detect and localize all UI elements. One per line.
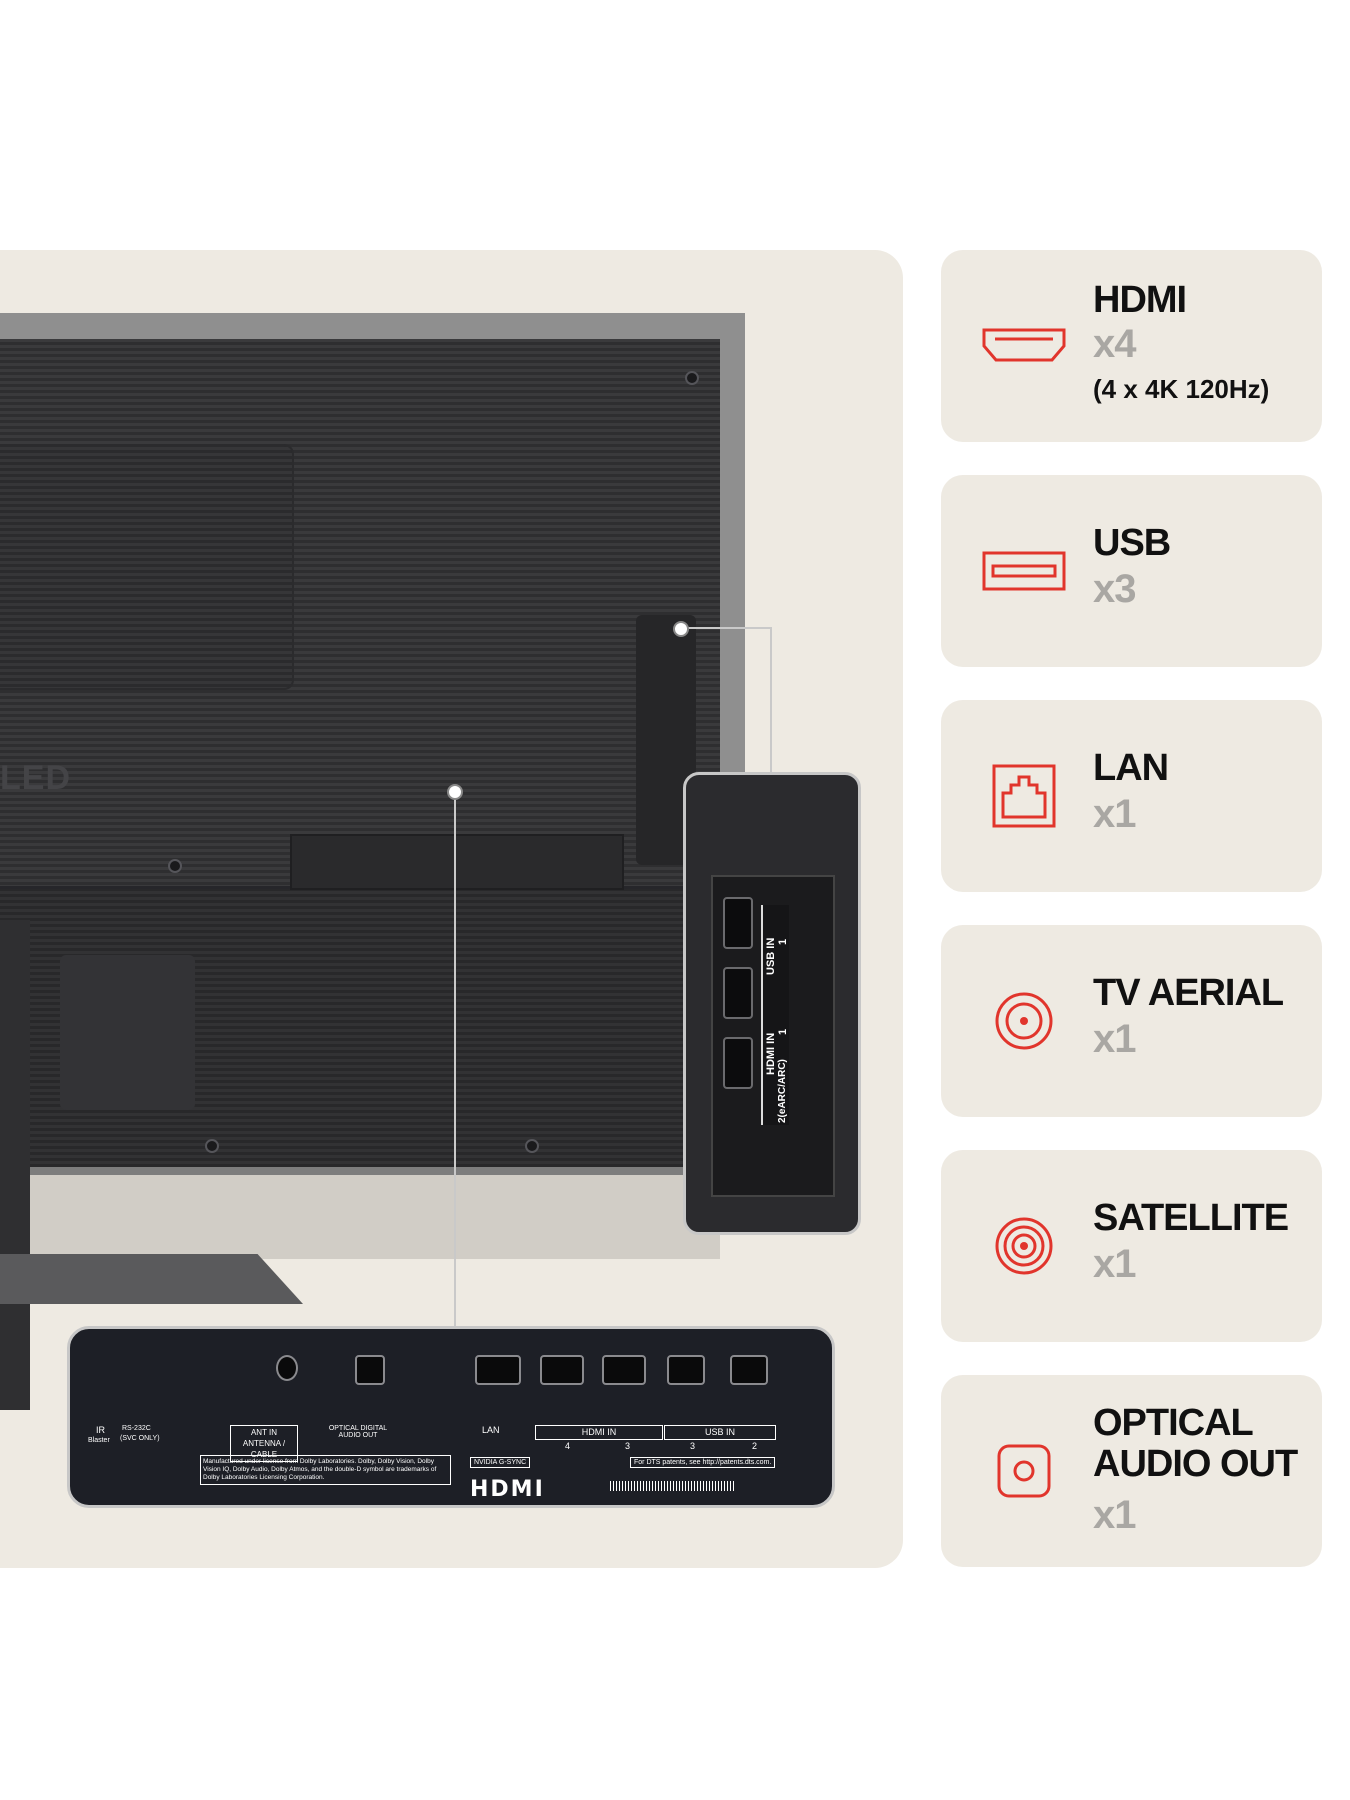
hdmi-port [602, 1355, 646, 1385]
bottom-connector-housing [290, 834, 624, 890]
side-ports-zoom: USB IN 1 HDMI IN 1 2(eARC/ARC) [683, 772, 861, 1235]
barcode [610, 1481, 735, 1491]
hdmi-port [723, 967, 753, 1019]
port-card-satellite: SATELLITE x1 [941, 1150, 1322, 1342]
screw-icon [168, 859, 182, 873]
port-count: x1 [1093, 1017, 1136, 1061]
screw-icon [205, 1139, 219, 1153]
callout-line [454, 790, 456, 1326]
dolby-notice: Manufactured under license from Dolby La… [200, 1455, 451, 1485]
hdmi-in-number: 1 [777, 1028, 789, 1035]
hdmi-port [723, 1037, 753, 1089]
stand-neck [0, 920, 30, 1410]
port-note: (4 x 4K 120Hz) [1093, 374, 1270, 404]
port-card-usb: USB x3 [941, 475, 1322, 667]
port-count: x1 [1093, 1493, 1136, 1537]
port-count: x4 [1093, 322, 1136, 366]
port-title: TV AERIAL [1093, 972, 1284, 1014]
screw-icon [525, 1139, 539, 1153]
usb-in-label: USB IN [765, 937, 777, 975]
port-count: x3 [1093, 567, 1136, 611]
stand-bracket [60, 955, 195, 1110]
antenna-label: ANT IN ANTENNA / CABLE [230, 1425, 298, 1462]
port-card-tv-aerial: TV AERIAL x1 [941, 925, 1322, 1117]
hdmi-4-label: 4 [565, 1441, 571, 1451]
port-title-line-2: AUDIO OUT [1093, 1443, 1298, 1485]
optical-icon [979, 1426, 1069, 1516]
callout-dot [673, 621, 689, 637]
usb-2-label: 2 [752, 1441, 758, 1451]
usb-in-label: USB IN [664, 1425, 776, 1440]
optical-port [355, 1355, 385, 1385]
hdmi-logo: HDMI [470, 1477, 545, 1502]
optical-label: OPTICAL DIGITAL AUDIO OUT [328, 1425, 388, 1439]
lan-port [475, 1355, 521, 1385]
hdmi-earc-label: 2(eARC/ARC) [777, 1059, 788, 1123]
port-count: x1 [1093, 792, 1136, 836]
tv-mount-plate [0, 444, 294, 690]
port-title: USB [1093, 522, 1171, 564]
dts-notice: For DTS patents, see http://patents.dts.… [630, 1457, 776, 1468]
side-port-labels: USB IN 1 HDMI IN 1 2(eARC/ARC) [761, 905, 789, 1125]
usb-icon [979, 526, 1069, 616]
port-title: LAN [1093, 747, 1169, 789]
usb-port [723, 897, 753, 949]
usb-port [730, 1355, 768, 1385]
bottom-ports-zoom: IR Blaster RS-232C (SVC ONLY) ANT IN ANT… [67, 1326, 835, 1508]
hdmi-in-label: HDMI IN [765, 1032, 777, 1075]
tv-aerial-icon [979, 976, 1069, 1066]
nvidia-gsync-badge: NVIDIA G-SYNC [470, 1457, 531, 1468]
usb-in-number: 1 [777, 938, 789, 945]
hdmi-port [540, 1355, 584, 1385]
hdmi-icon [979, 301, 1069, 391]
hdmi-3-label: 3 [625, 1441, 631, 1451]
port-title: HDMI [1093, 279, 1187, 321]
usb-port [667, 1355, 705, 1385]
antenna-port [276, 1355, 298, 1381]
callout-dot [447, 784, 463, 800]
usb-3-label: 3 [690, 1441, 696, 1451]
blaster-label: Blaster [88, 1437, 110, 1444]
lan-icon [979, 751, 1069, 841]
port-card-lan: LAN x1 [941, 700, 1322, 892]
callout-line [680, 627, 772, 629]
callout-line [770, 627, 772, 774]
lan-label: LAN [482, 1425, 500, 1435]
hdmi-in-label: HDMI IN [535, 1425, 663, 1440]
port-card-hdmi: HDMI x4 (4 x 4K 120Hz) [941, 250, 1322, 442]
port-title-line-1: OPTICAL [1093, 1402, 1254, 1444]
port-card-optical-audio-out: OPTICAL AUDIO OUT x1 [941, 1375, 1322, 1567]
port-title: SATELLITE [1093, 1197, 1289, 1239]
rs232-label: RS-232C [122, 1425, 151, 1432]
tv-brand-embossing: LED [0, 759, 71, 797]
stand-base [0, 1254, 303, 1304]
screw-icon [685, 371, 699, 385]
satellite-icon [979, 1201, 1069, 1291]
svc-label: (SVC ONLY) [120, 1435, 160, 1442]
ir-label: IR [96, 1425, 105, 1435]
port-count: x1 [1093, 1242, 1136, 1286]
tv-rear-image-panel: LED USB IN 1 HDMI IN 1 2(eARC/ARC) [0, 250, 903, 1568]
